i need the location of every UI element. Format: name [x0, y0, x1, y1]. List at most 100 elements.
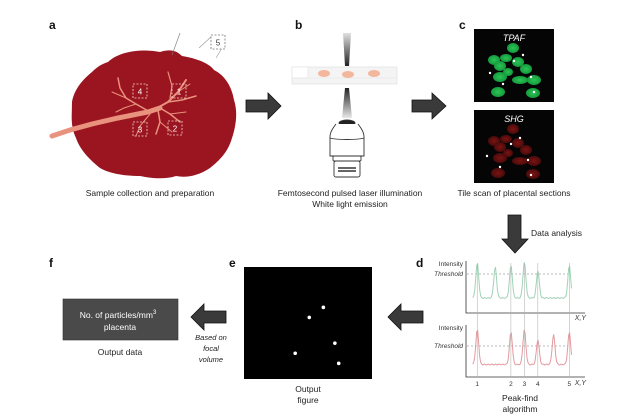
- focal-volume-label-line1: Based on: [195, 333, 227, 342]
- shg-blob: [507, 124, 519, 134]
- tpaf-particle: [501, 82, 505, 86]
- peak-label: 3: [523, 381, 527, 388]
- panel-b: [291, 33, 398, 178]
- shg-blob: [494, 142, 506, 152]
- caption-c: Tile scan of placental sections: [457, 188, 571, 198]
- tissue-section: [318, 70, 330, 77]
- tpaf-blob: [491, 87, 505, 97]
- peak-label: 1: [475, 381, 479, 388]
- tissue-section: [368, 70, 380, 77]
- panel-letter-b: b: [295, 18, 303, 32]
- shg-label: SHG: [504, 114, 524, 124]
- bottom-ylabel: Intensity: [439, 325, 464, 332]
- shg-blob: [512, 138, 524, 148]
- tpaf-particle: [532, 90, 536, 94]
- shg-blobs: [485, 124, 541, 179]
- shg-blob: [493, 153, 507, 163]
- tpaf-particle: [521, 53, 525, 57]
- panel-e: [244, 267, 372, 379]
- objective-lens-icon: [329, 119, 365, 178]
- region-label-5: 5: [216, 39, 221, 48]
- shg-particle: [509, 142, 513, 146]
- region-label-3: 3: [138, 126, 143, 135]
- tpaf-blobs: [488, 43, 541, 98]
- placenta-shape: [71, 50, 237, 179]
- caption-b-line1: Femtosecond pulsed laser illumination: [277, 188, 423, 198]
- output-data-box: [62, 298, 179, 341]
- output-particle: [321, 305, 326, 310]
- peak-label: 4: [536, 381, 540, 388]
- arrow-c-to-d: [501, 214, 529, 254]
- tpaf-blob: [526, 88, 540, 98]
- shg-blob: [500, 135, 512, 143]
- caption-a: Sample collection and preparation: [85, 188, 215, 198]
- panel-a: 1 2 3 4 5: [49, 32, 237, 179]
- shg-trace: [472, 329, 572, 366]
- shg-blob: [526, 169, 540, 179]
- panel-letter-e: e: [229, 256, 236, 270]
- tpaf-blob: [512, 76, 528, 84]
- focal-volume-label-line2: focal: [203, 344, 219, 353]
- shg-particle: [485, 154, 489, 158]
- tpaf-label: TPAF: [503, 33, 526, 43]
- bottom-threshold-label: Threshold: [434, 343, 463, 350]
- tissue-section: [342, 71, 354, 78]
- caption-e-line2: figure: [297, 395, 319, 405]
- region-box-4: 4: [132, 83, 148, 99]
- shg-particle: [518, 136, 522, 140]
- caption-d-line1: Peak-find: [502, 393, 538, 403]
- panel-letter-d: d: [416, 256, 424, 270]
- top-chart-axes: [465, 261, 585, 314]
- tpaf-trace: [472, 262, 572, 300]
- peak-label: 2: [509, 381, 513, 388]
- peak-label: 5: [567, 381, 571, 388]
- caption-b-line2: White light emission: [312, 199, 388, 209]
- output-box-line1: No. of particles/mm3: [80, 310, 157, 320]
- panel-c: TPAF SHG: [474, 29, 554, 183]
- bottom-chart-axes: [465, 325, 585, 378]
- flow-arrows: [190, 92, 529, 331]
- tpaf-blob: [507, 43, 519, 53]
- tpaf-particle: [512, 59, 516, 63]
- panel-letter-a: a: [49, 18, 56, 32]
- tpaf-blob: [520, 64, 532, 74]
- region-box-5: 5: [171, 32, 226, 59]
- region-box-2: 2: [167, 120, 183, 136]
- top-xlabel: X,Y: [574, 315, 588, 322]
- shg-blob: [520, 145, 532, 155]
- microscope-slide: [291, 66, 398, 85]
- shg-particle: [498, 165, 502, 169]
- arrow-b-to-c: [411, 92, 447, 120]
- tpaf-particle: [529, 75, 533, 79]
- output-particle: [333, 341, 337, 345]
- top-threshold-label: Threshold: [434, 271, 463, 278]
- region-label-2: 2: [173, 125, 178, 134]
- caption-f: Output data: [97, 347, 143, 357]
- top-ylabel: Intensity: [439, 261, 464, 268]
- laser-beam-bottom: [342, 88, 352, 118]
- tpaf-blob: [527, 75, 541, 85]
- bottom-xlabel: X,Y: [574, 380, 588, 387]
- region-label-1: 1: [177, 88, 182, 97]
- umbilical-vessels: [49, 71, 197, 139]
- arrow-a-to-b: [245, 92, 282, 120]
- peak-markers: 1 2 3 4 5: [475, 263, 571, 388]
- output-particle: [293, 351, 298, 356]
- shg-particle: [529, 173, 533, 177]
- shg-blob: [527, 156, 541, 166]
- focal-volume-label-line3: volume: [198, 355, 224, 364]
- region-box-1: 1: [171, 83, 187, 99]
- tpaf-blob: [494, 61, 506, 71]
- output-particle: [336, 361, 341, 366]
- output-figure-image: [244, 267, 372, 379]
- arrow-d-to-e: [387, 303, 424, 331]
- shg-particle: [526, 158, 530, 162]
- panel-letter-c: c: [459, 18, 466, 32]
- caption-d-line2: algorithm: [502, 404, 538, 414]
- region-label-4: 4: [138, 88, 143, 97]
- region-box-3: 3: [132, 121, 148, 137]
- panel-letter-f: f: [49, 256, 53, 270]
- shg-blob: [512, 157, 528, 165]
- laser-beam-top: [343, 33, 351, 66]
